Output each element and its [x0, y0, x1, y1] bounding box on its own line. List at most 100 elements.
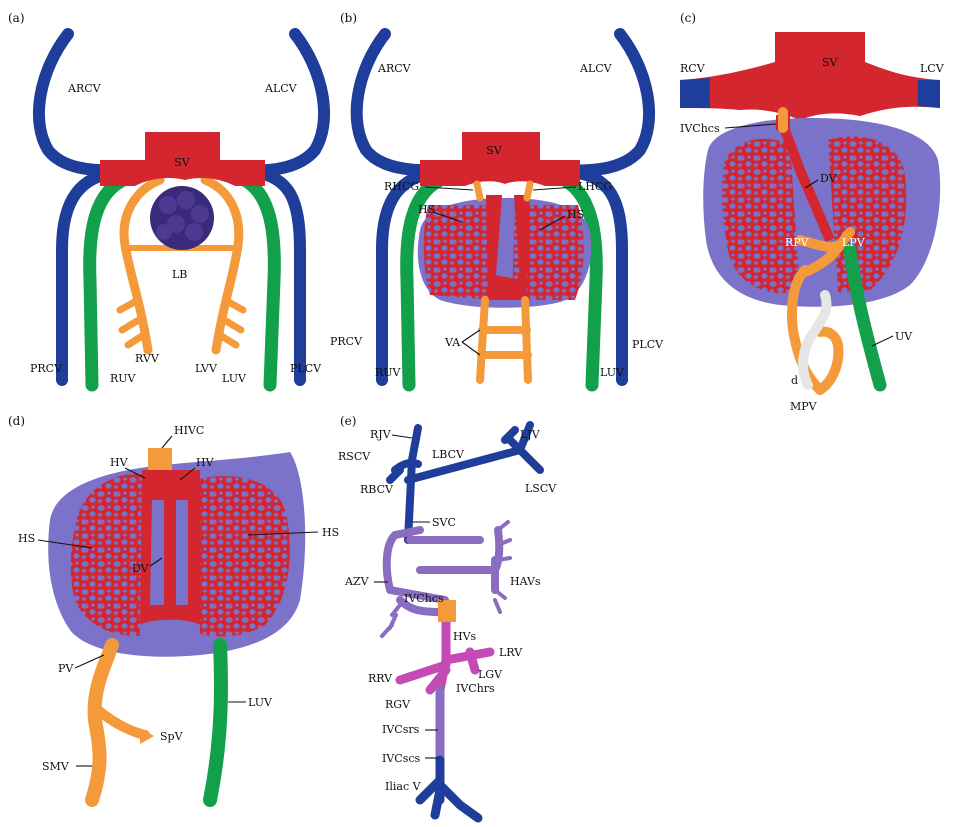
panel-b: (b) SV ARCV ALCV RHCG LHCG HS HS VA PRCV… [330, 11, 664, 385]
iliac-system [420, 760, 478, 818]
svc-system [390, 425, 540, 540]
label-rvv-a: RVV [135, 352, 160, 365]
label-va-b: VA [444, 336, 461, 349]
label-ivcscs-e: IVCscs [382, 752, 421, 765]
arcv-vessel-b [357, 34, 445, 170]
dv-d [140, 470, 200, 632]
label-pv-d: PV [58, 662, 74, 675]
label-azv-e: AZV [344, 575, 370, 588]
label-spv-d: SpV [160, 730, 184, 743]
label-d-c: d [791, 374, 798, 387]
dv-d-slot-right [176, 500, 188, 605]
subcardinal-system [400, 615, 490, 690]
rjv-leader [392, 435, 412, 438]
ductus-c [803, 295, 826, 385]
dv-d-bottom [140, 620, 200, 640]
label-lrv-e: LRV [499, 646, 523, 659]
label-rscv-e: RSCV [338, 450, 371, 463]
label-hv-right-d: HV [196, 456, 215, 469]
alcv-vessel [245, 34, 324, 170]
rcv-stub [680, 78, 710, 108]
label-lhcg-b: LHCG [578, 180, 612, 193]
label-lb-a: LB [172, 268, 187, 281]
label-hs-right-d: HS [322, 526, 339, 539]
label-hs-left-b: HS [418, 203, 435, 216]
lcv-stub [918, 80, 940, 108]
panel-c-label: (c) [680, 11, 696, 25]
label-lgv-e: LGV [478, 668, 503, 681]
label-prcv-b: PRCV [330, 335, 363, 348]
label-uv-c: UV [895, 330, 913, 343]
label-ivchcs-c: IVChcs [680, 122, 720, 135]
panel-e: (e) RJV LJV RSCV LBCV LSCV RBCV SVC AZV … [338, 414, 557, 818]
label-rrv-e: RRV [368, 672, 393, 685]
panel-b-label: (b) [340, 11, 357, 25]
sinus-venosus-c [680, 32, 940, 120]
label-hivc-d: HIVC [174, 424, 204, 437]
label-rhcg-b: RHCG [384, 180, 419, 193]
label-luv-b: LUV [600, 366, 625, 379]
label-mpv-c: MPV [790, 400, 818, 413]
panel-a: (a) SV ARCV ALCV LB PRCV RUV [8, 11, 324, 385]
label-lscv-e: LSCV [525, 482, 557, 495]
hivc-leader [162, 436, 172, 448]
label-havs-e: HAVs [510, 575, 541, 588]
label-ruv-b: RUV [375, 366, 402, 379]
label-sv-c: SV [822, 56, 839, 69]
panel-c: (c) SV RCV LCV DV RPV LPV IVChcs UV d MP… [680, 11, 945, 413]
label-luv-d: LUV [248, 696, 273, 709]
label-arcv-a: ARCV [67, 82, 102, 95]
label-iliacv-e: Iliac V [385, 780, 422, 793]
label-lvv-a: LVV [195, 362, 218, 375]
label-alcv-b: ALCV [579, 62, 613, 75]
label-arcv-b: ARCV [377, 62, 412, 75]
dv-d-slot-left [150, 500, 164, 605]
label-plcv-a: PLCV [290, 362, 322, 375]
arcv-vessel [39, 34, 125, 170]
label-svc-e: SVC [432, 516, 456, 529]
liver-bud [150, 186, 214, 250]
label-smv-d: SMV [42, 760, 70, 773]
uv-leader [872, 336, 893, 346]
label-sv-a: SV [174, 156, 191, 169]
label-rpv-c: RPV [785, 236, 810, 249]
label-ivchrs-e: IVChrs [456, 682, 495, 695]
label-rcv-c: RCV [680, 62, 706, 75]
panel-d-label: (d) [8, 414, 25, 428]
label-dv-c: DV [820, 172, 838, 185]
panel-d: (d) HIVC HV HV HS HS DV PV LUV SpV SMV [8, 414, 339, 800]
ruv-vessel [90, 178, 128, 385]
label-ljv-e: LJV [520, 428, 541, 441]
label-lcv-c: LCV [920, 62, 945, 75]
label-sv-b: SV [486, 144, 503, 157]
spv-arrow [140, 728, 154, 744]
luv-d [210, 645, 221, 800]
luv-vessel [240, 178, 274, 385]
panel-a-label: (a) [8, 11, 25, 25]
panel-e-label: (e) [340, 414, 356, 428]
label-hs-right-b: HS [567, 208, 584, 221]
mpv-c [820, 332, 838, 390]
label-dv-d: DV [132, 562, 150, 575]
label-rbcv-e: RBCV [360, 483, 394, 496]
va-leader [462, 330, 480, 355]
label-ruv-a: RUV [110, 372, 137, 385]
label-ivchcs-e: IVChcs [404, 592, 444, 605]
hs-left-b [424, 205, 492, 300]
label-luv-a: LUV [222, 372, 247, 385]
label-hv-left-d: HV [110, 456, 129, 469]
alcv-vessel-b [565, 34, 649, 170]
label-plcv-b: PLCV [632, 338, 664, 351]
sinus-venosus-b [420, 132, 580, 186]
label-rgv-e: RGV [385, 698, 411, 711]
label-alcv-a: ALCV [264, 82, 298, 95]
label-lpv-c: LPV [842, 236, 866, 249]
label-hs-left-d: HS [18, 532, 35, 545]
label-rjv-e: RJV [370, 428, 392, 441]
va-vessels [480, 300, 528, 380]
label-lbcv-e: LBCV [432, 448, 465, 461]
label-hvs-e: HVs [453, 630, 477, 643]
hivc-d [148, 448, 172, 470]
